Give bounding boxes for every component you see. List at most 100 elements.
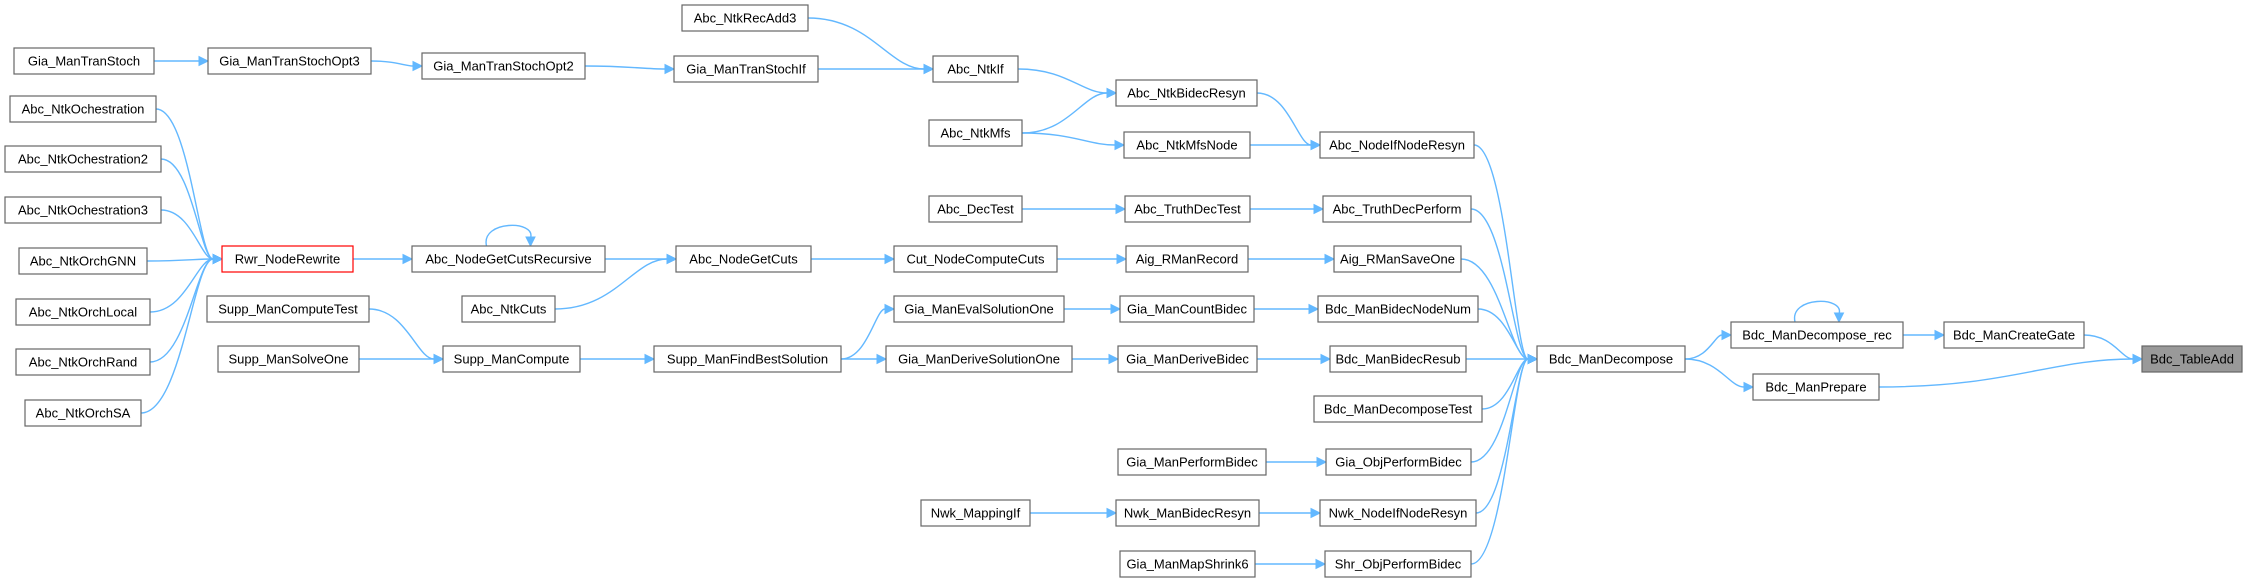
node-label: Abc_NtkBidecResyn	[1127, 86, 1246, 101]
node-label: Bdc_ManDecompose	[1549, 352, 1673, 367]
node-bdc-mancreategate[interactable]: Bdc_ManCreateGate	[1943, 321, 2085, 349]
node-label: Abc_NtkOrchSA	[36, 406, 131, 421]
node-abc-ntkcuts[interactable]: Abc_NtkCuts	[461, 295, 556, 323]
edge-aig-rmanrecord-to-aig-rmansaveone	[1248, 253, 1336, 265]
node-label: Bdc_ManPrepare	[1765, 380, 1866, 395]
edge-abc-ntkmfs-to-abc-ntkmfsnode	[1021, 132, 1126, 151]
node-gia-manderivebidec[interactable]: Gia_ManDeriveBidec	[1117, 345, 1258, 373]
node-box	[207, 47, 372, 75]
node-bdc-tableadd[interactable]: Bdc_TableAdd	[2141, 345, 2243, 373]
node-abc-ntkrecadd3[interactable]: Abc_NtkRecAdd3	[681, 4, 809, 32]
node-gia-manevalsolutionone[interactable]: Gia_ManEvalSolutionOne	[893, 295, 1065, 323]
edge-abc-ntkrecadd3-to-abc-ntkif	[807, 17, 935, 75]
node-abc-ntkochestration3[interactable]: Abc_NtkOchestration3	[4, 196, 162, 224]
node-box	[24, 399, 142, 427]
node-nwk-mappingif[interactable]: Nwk_MappingIf	[920, 499, 1031, 527]
node-aig-rmansaveone[interactable]: Aig_RManSaveOne	[1333, 245, 1462, 273]
node-gia-mantranstochif[interactable]: Gia_ManTranStochIf	[673, 55, 819, 83]
node-bdc-manprepare[interactable]: Bdc_ManPrepare	[1752, 373, 1880, 401]
edge-abc-nodegetcutsrecursive-to-abc-nodegetcutsrecursive	[485, 224, 536, 248]
node-label: Abc_NtkOchestration3	[18, 203, 148, 218]
node-bdc-mandecompose-rec[interactable]: Bdc_ManDecompose_rec	[1730, 321, 1904, 349]
node-box	[1324, 550, 1472, 578]
node-abc-ntkochestration[interactable]: Abc_NtkOchestration	[9, 95, 157, 123]
node-box	[1752, 373, 1880, 401]
node-box	[1943, 321, 2085, 349]
node-box	[1325, 448, 1472, 476]
node-box	[920, 499, 1031, 527]
node-nwk-manbidecresyn[interactable]: Nwk_ManBidecResyn	[1115, 499, 1260, 527]
node-nwk-nodeifnoderesyn[interactable]: Nwk_NodeIfNodeResyn	[1319, 499, 1477, 527]
node-box	[9, 95, 157, 123]
node-gia-manperformbidec[interactable]: Gia_ManPerformBidec	[1117, 448, 1267, 476]
node-gia-manderivesolutionone[interactable]: Gia_ManDeriveSolutionOne	[885, 345, 1073, 373]
node-abc-ntkorchsa[interactable]: Abc_NtkOrchSA	[24, 399, 142, 427]
edge-gia-manderivebidec-to-bdc-manbidecresub	[1257, 353, 1332, 365]
node-label: Abc_TruthDecTest	[1134, 202, 1241, 217]
node-abc-nodegetcuts[interactable]: Abc_NodeGetCuts	[675, 245, 812, 273]
edge-gia-manperformbidec-to-gia-objperformbidec	[1266, 456, 1328, 468]
edge-gia-mantranstochopt2-to-gia-mantranstochif	[584, 63, 676, 75]
node-gia-mantranstoch[interactable]: Gia_ManTranStoch	[13, 47, 155, 75]
edge-abc-truthdectest-to-abc-truthdecperform	[1250, 203, 1325, 215]
node-abc-ntkif[interactable]: Abc_NtkIf	[932, 55, 1019, 83]
node-rwr-noderewrite[interactable]: Rwr_NodeRewrite	[221, 245, 354, 273]
node-abc-ntkorchrand[interactable]: Abc_NtkOrchRand	[15, 348, 151, 376]
node-abc-ntkochestration2[interactable]: Abc_NtkOchestration2	[4, 145, 162, 173]
node-abc-ntkorchgnn[interactable]: Abc_NtkOrchGNN	[18, 247, 148, 275]
node-bdc-mandecomposetest[interactable]: Bdc_ManDecomposeTest	[1313, 395, 1483, 423]
node-abc-ntkorchlocal[interactable]: Abc_NtkOrchLocal	[15, 298, 151, 326]
node-box	[928, 195, 1023, 223]
edge-abc-ntkochestration-to-rwr-noderewrite	[155, 108, 224, 265]
node-gia-mancountbidec[interactable]: Gia_ManCountBidec	[1119, 295, 1255, 323]
node-box	[1119, 295, 1255, 323]
node-box	[206, 295, 370, 323]
edge-cut-nodecomputecuts-to-aig-rmanrecord	[1057, 253, 1128, 265]
node-cut-nodecomputecuts[interactable]: Cut_NodeComputeCuts	[893, 245, 1058, 273]
node-gia-manmapshrink6[interactable]: Gia_ManMapShrink6	[1119, 550, 1256, 578]
node-box	[1115, 499, 1260, 527]
node-box	[217, 345, 360, 373]
node-supp-mansolveone[interactable]: Supp_ManSolveOne	[217, 345, 360, 373]
node-label: Abc_NtkOchestration	[22, 102, 145, 117]
edge-nwk-manbidecresyn-to-nwk-nodeifnoderesyn	[1259, 507, 1322, 519]
node-box	[653, 345, 842, 373]
node-supp-mancomputetest[interactable]: Supp_ManComputeTest	[206, 295, 370, 323]
node-box	[681, 4, 809, 32]
edge-supp-mansolveone-to-supp-mancompute	[359, 353, 445, 365]
call-graph-edges	[140, 17, 2144, 570]
node-box	[1536, 345, 1686, 373]
node-box	[893, 245, 1058, 273]
node-label: Abc_NtkRecAdd3	[694, 11, 797, 26]
node-label: Supp_ManCompute	[454, 352, 570, 367]
node-abc-ntkmfs[interactable]: Abc_NtkMfs	[928, 119, 1023, 147]
node-box	[411, 245, 606, 273]
node-label: Abc_NtkIf	[947, 62, 1004, 77]
node-gia-mantranstochopt3[interactable]: Gia_ManTranStochOpt3	[207, 47, 372, 75]
node-abc-ntkbidecresyn[interactable]: Abc_NtkBidecResyn	[1115, 79, 1258, 107]
node-abc-nodegetcutsrecursive[interactable]: Abc_NodeGetCutsRecursive	[411, 245, 606, 273]
node-shr-objperformbidec[interactable]: Shr_ObjPerformBidec	[1324, 550, 1472, 578]
node-supp-manfindbestsolution[interactable]: Supp_ManFindBestSolution	[653, 345, 842, 373]
node-abc-truthdecperform[interactable]: Abc_TruthDecPerform	[1322, 195, 1472, 223]
node-label: Abc_NtkOrchRand	[29, 355, 137, 370]
node-gia-mantranstochopt2[interactable]: Gia_ManTranStochOpt2	[421, 52, 586, 80]
node-label: Abc_TruthDecPerform	[1333, 202, 1462, 217]
node-box	[673, 55, 819, 83]
node-box	[1125, 245, 1249, 273]
node-box	[442, 345, 581, 373]
node-bdc-mandecompose[interactable]: Bdc_ManDecompose	[1536, 345, 1686, 373]
node-label: Gia_ManEvalSolutionOne	[904, 302, 1054, 317]
node-box	[461, 295, 556, 323]
node-bdc-manbidecnodenum[interactable]: Bdc_ManBidecNodeNum	[1317, 295, 1479, 323]
node-abc-dectest[interactable]: Abc_DecTest	[928, 195, 1023, 223]
node-label: Bdc_ManDecompose_rec	[1742, 328, 1892, 343]
node-aig-rmanrecord[interactable]: Aig_RManRecord	[1125, 245, 1249, 273]
node-abc-nodeifnoderesyn[interactable]: Abc_NodeIfNodeResyn	[1319, 131, 1475, 159]
node-abc-ntkmfsnode[interactable]: Abc_NtkMfsNode	[1123, 131, 1251, 159]
node-gia-objperformbidec[interactable]: Gia_ObjPerformBidec	[1325, 448, 1472, 476]
node-abc-truthdectest[interactable]: Abc_TruthDecTest	[1124, 195, 1251, 223]
node-bdc-manbidecresub[interactable]: Bdc_ManBidecResub	[1329, 345, 1467, 373]
node-supp-mancompute[interactable]: Supp_ManCompute	[442, 345, 581, 373]
